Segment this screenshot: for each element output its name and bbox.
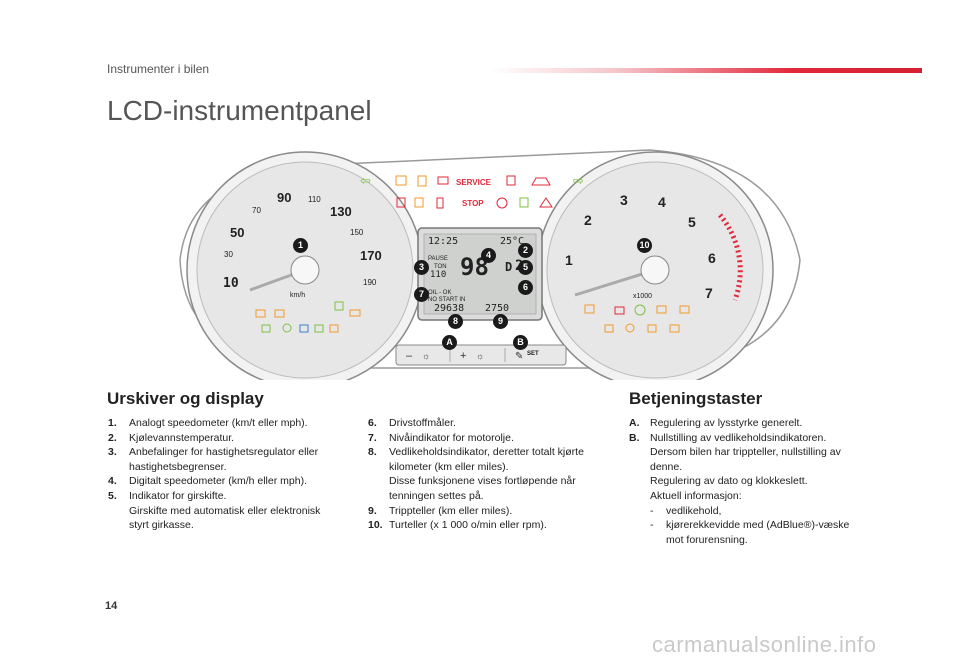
tacho-tick: 4 [658, 194, 666, 210]
tacho-tick: 3 [620, 192, 628, 208]
list-item: 4.Digitalt speedometer (km/h eller mph). [108, 475, 307, 488]
callout-9: 9 [493, 314, 508, 329]
lcd-ton: TON [434, 264, 447, 270]
speedo-tick: 30 [224, 250, 233, 259]
section-heading-controls: Betjeningstaster [629, 389, 763, 408]
page-title: LCD-instrumentpanel [107, 95, 372, 126]
speedo-unit: km/h [290, 292, 306, 299]
lcd-time: 12:25 [428, 236, 459, 247]
callout-3: 3 [414, 260, 429, 275]
controls-list: A.Regulering av lysstyrke generelt. B. N… [629, 416, 869, 547]
svg-text:⇨: ⇨ [573, 173, 584, 188]
callout-6: 6 [518, 280, 533, 295]
list-item: 2.Kjølevannstemperatur. [108, 431, 235, 444]
tacho-tick: 1 [565, 252, 573, 268]
callout-1: 1 [293, 238, 308, 253]
speedo-tick: 70 [252, 206, 261, 215]
warning-lamps-left [255, 301, 361, 333]
tacho-unit: x1000 [633, 293, 653, 300]
section-label: Instrumenter i bilen [107, 62, 210, 76]
speedo-tick: 150 [350, 228, 364, 237]
tacho-tick: 2 [584, 212, 592, 228]
info-list: 6.Drivstoffmåler. 7.Nivåindikator for mo… [368, 416, 608, 533]
instrument-panel-figure: ⇦ ⇨ [160, 140, 810, 380]
tacho-tick: 6 [708, 250, 716, 266]
list-item: 1.Analogt speedometer (km/t eller mph). [108, 417, 308, 429]
list-item: B. Nullstilling av vedlikeholdsindikator… [629, 431, 869, 548]
list-item: 6.Drivstoffmåler. [368, 417, 456, 429]
speedo-tick: 90 [277, 190, 292, 205]
list-item: 5.Indikator for girskifte.Girskifte med … [108, 489, 321, 532]
lcd-temp: 25°C [500, 236, 525, 247]
svg-text:✎: ✎ [515, 351, 523, 362]
lcd-message-line-2: NO START IN [428, 297, 466, 303]
callout-4: 4 [481, 248, 496, 263]
speedo-tick: 170 [360, 248, 382, 263]
bullet-item: -vedlikehold, [650, 504, 722, 517]
warning-lamps-right [584, 304, 690, 333]
callout-10: 10 [637, 238, 652, 253]
section-heading-dials: Urskiver og display [107, 389, 264, 408]
speedo-tick: 130 [330, 204, 352, 219]
tacho-tick: 5 [688, 214, 696, 230]
tacho-tick: 7 [705, 285, 713, 301]
svg-text:+: + [460, 350, 466, 362]
lcd-trip: 2750 [485, 303, 510, 314]
speedo-tick: 50 [230, 225, 245, 240]
callout-b: B [513, 335, 528, 350]
callout-a: A [442, 335, 457, 350]
list-item: 3.Anbefalinger for hastighetsregulator e… [108, 446, 319, 473]
callout-7: 7 [414, 287, 429, 302]
dials-list: 1.Analogt speedometer (km/t eller mph). … [108, 416, 343, 533]
control-set-label: SET [527, 351, 539, 357]
instrument-panel-drawing: ⇦ ⇨ [179, 149, 801, 380]
stop-label: STOP [462, 199, 484, 208]
speedo-tick: 10 [223, 276, 239, 291]
list-item: 9.Trippteller (km eller miles). [368, 504, 513, 517]
lcd-gear: D [505, 260, 513, 274]
list-item: A.Regulering av lysstyrke generelt. [629, 417, 803, 429]
lcd-odometer: 29638 [434, 303, 465, 314]
speedo-tick: 190 [363, 278, 377, 287]
lcd-message-line-1: OIL - OK [428, 290, 452, 296]
list-item: 10.Turteller (x 1 000 o/min eller rpm). [368, 519, 547, 532]
lcd-limit: 110 [430, 270, 447, 280]
callout-2: 2 [518, 243, 533, 258]
callout-5: 5 [518, 260, 533, 275]
list-item: 8.Vedlikeholdsindikator, deretter totalt… [368, 446, 584, 502]
speedo-tick: 110 [308, 195, 321, 204]
page-number: 14 [105, 600, 118, 612]
svg-text:–: – [406, 350, 413, 362]
lcd-pause: PAUSE [428, 256, 448, 262]
callout-8: 8 [448, 314, 463, 329]
bullet-item: -kjørerekkevidde med (AdBlue®)-væske mot… [650, 519, 850, 546]
svg-text:☼: ☼ [476, 351, 484, 361]
header-accent-bar [490, 68, 922, 73]
list-item: 7.Nivåindikator for motorolje. [368, 431, 514, 444]
svg-text:☼: ☼ [422, 351, 430, 361]
svg-text:⇦: ⇦ [360, 173, 371, 188]
service-label: SERVICE [456, 178, 491, 187]
warning-lamps-top: ⇦ ⇨ [360, 173, 584, 209]
watermark: carmanualsonline.info [652, 632, 877, 657]
